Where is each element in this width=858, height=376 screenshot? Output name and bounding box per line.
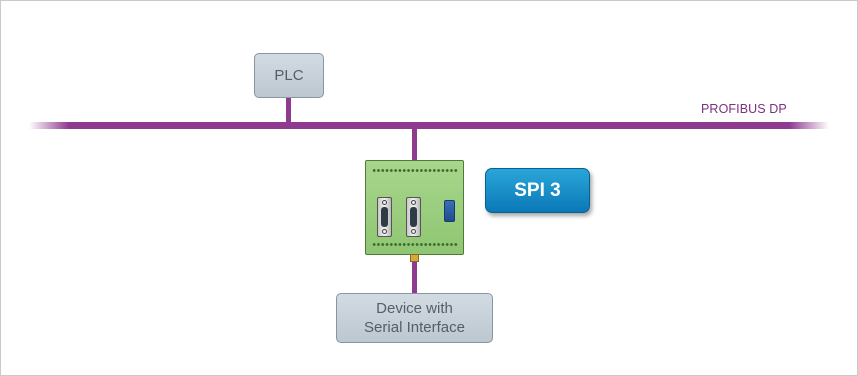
serial-connection-line [412, 261, 417, 294]
terminal-strip-top [372, 169, 458, 172]
plc-box: PLC [254, 53, 324, 98]
module-bus-connection-line [412, 128, 417, 161]
bus-label: PROFIBUS DP [701, 102, 787, 116]
spi-module-icon [365, 160, 464, 255]
profibus-bus-line [29, 122, 829, 129]
serial-device-box: Device with Serial Interface [336, 293, 493, 343]
plc-connection-line [286, 98, 291, 123]
device-label-line2: Serial Interface [364, 319, 465, 336]
dsub-connector-icon [406, 197, 421, 237]
status-led-icon [444, 200, 455, 222]
spi-badge: SPI 3 [485, 168, 590, 213]
device-label-line1: Device with [376, 300, 453, 317]
dsub-connector-icon [377, 197, 392, 237]
serial-port-icon [410, 254, 419, 262]
terminal-strip-bottom [372, 243, 458, 246]
